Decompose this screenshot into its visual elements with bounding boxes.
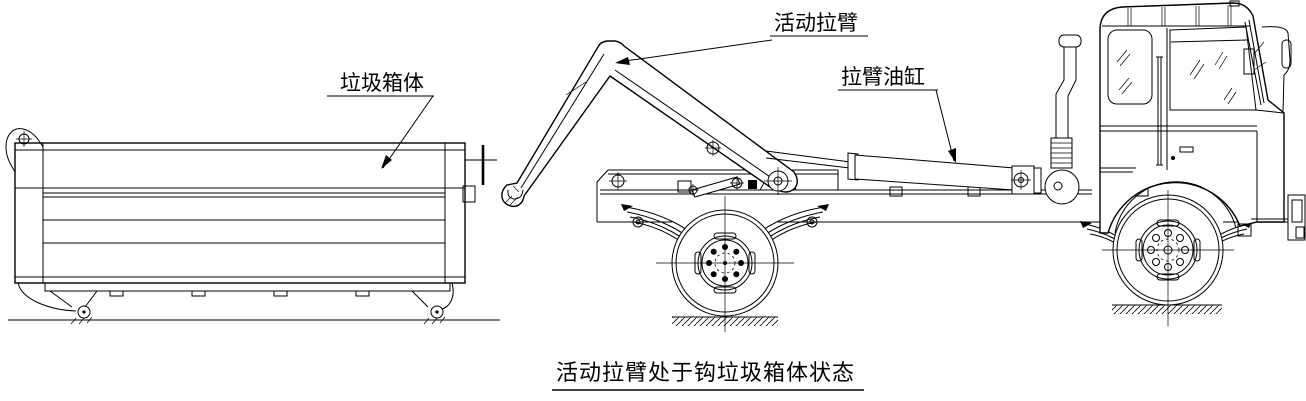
cab <box>1099 0 1306 241</box>
label-pull-arm-cylinder-text: 拉臂油缸 <box>841 65 925 89</box>
lift-cylinder <box>765 150 1042 195</box>
ground-hatch-rear <box>672 316 778 326</box>
cylinder-anchor <box>1011 165 1042 195</box>
hook-arm <box>501 40 798 208</box>
cab-front-window <box>1169 26 1257 111</box>
truck-side-view <box>501 0 1306 332</box>
cab-mirror <box>1243 41 1267 75</box>
door-lock <box>1171 156 1175 160</box>
wheel-arch-inner <box>1114 181 1237 234</box>
rear-wheel <box>656 196 794 332</box>
cab-front-corner <box>1261 26 1292 113</box>
label-container-body-text: 垃圾箱体 <box>340 71 424 95</box>
label-movable-pull-arm: 活动拉臂 <box>615 11 868 65</box>
cab-step <box>1237 223 1252 237</box>
rear-wheel-bolts <box>706 244 744 282</box>
roof-marker <box>1229 0 1240 7</box>
a-pillar <box>1244 19 1265 106</box>
cab-rear-window <box>1107 29 1153 105</box>
leader-arrow-container <box>381 155 392 169</box>
cab-door <box>1156 28 1194 170</box>
door-handle <box>1179 146 1194 153</box>
leader-arrow-arm <box>615 57 630 65</box>
container-skirt-tabs <box>109 290 370 297</box>
container-hook-bar <box>5 128 44 173</box>
air-intake-stack <box>1044 34 1082 205</box>
leader-arrow-cylinder <box>948 148 956 163</box>
rear-leaf-springs <box>621 204 829 257</box>
label-pull-arm-cylinder: 拉臂油缸 <box>838 65 956 163</box>
front-wheel <box>1102 190 1234 326</box>
arm-pivot <box>764 167 792 195</box>
drawing-caption-text: 活动拉臂处于钩垃圾箱体状态 <box>556 360 855 385</box>
ground-hatch-front <box>1112 304 1222 314</box>
drawing-caption: 活动拉臂处于钩垃圾箱体状态 <box>552 360 864 391</box>
front-bumper <box>1287 194 1306 241</box>
label-movable-pull-arm-text: 活动拉臂 <box>774 11 858 35</box>
roof-ribs <box>1127 5 1232 26</box>
container-rollers <box>17 282 454 325</box>
container-side-view <box>5 128 500 325</box>
label-container-body: 垃圾箱体 <box>327 71 434 169</box>
container-lift-bar <box>462 145 497 203</box>
